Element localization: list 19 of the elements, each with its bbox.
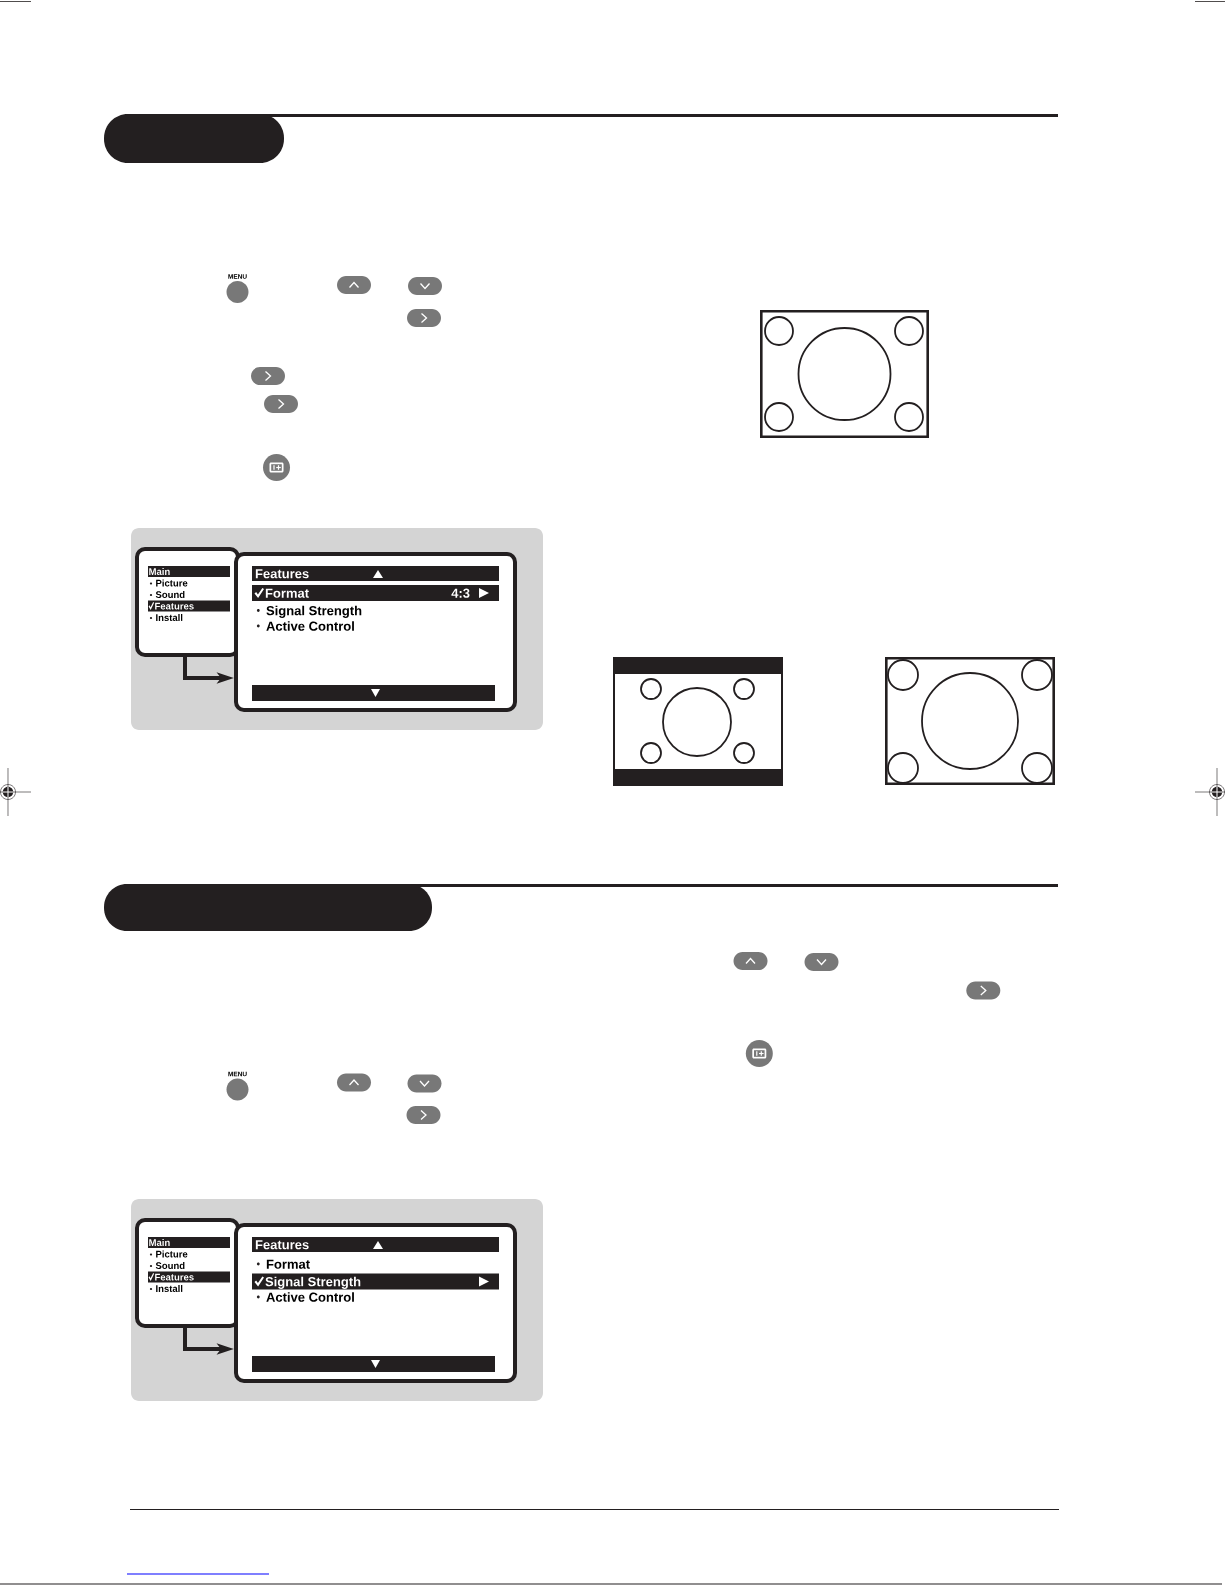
menu-item: Active Control [266, 621, 354, 631]
menu-title: Features [255, 1240, 309, 1250]
menu-heading: Main [148, 566, 230, 577]
menu-item: Signal Strength [266, 605, 362, 618]
menu-item: Picture [156, 579, 188, 587]
menu-item: Install [156, 1285, 183, 1292]
menu-item: Signal Strength [265, 1276, 361, 1289]
menu-item: Sound [155, 591, 185, 598]
menu-title: Features [255, 569, 309, 579]
menu-heading: Main [148, 1237, 230, 1248]
menu-item: Install [156, 614, 183, 621]
menu-item: Active Control [266, 1292, 354, 1302]
menu-item: Features [155, 602, 194, 610]
menu-value: 4:3 [451, 588, 470, 598]
menu-item: Format [265, 588, 309, 598]
menu-item: Picture [156, 1250, 188, 1258]
menu-item: Format [266, 1259, 310, 1269]
menu-item: Sound [155, 1262, 185, 1269]
menu-item: Features [155, 1273, 194, 1281]
